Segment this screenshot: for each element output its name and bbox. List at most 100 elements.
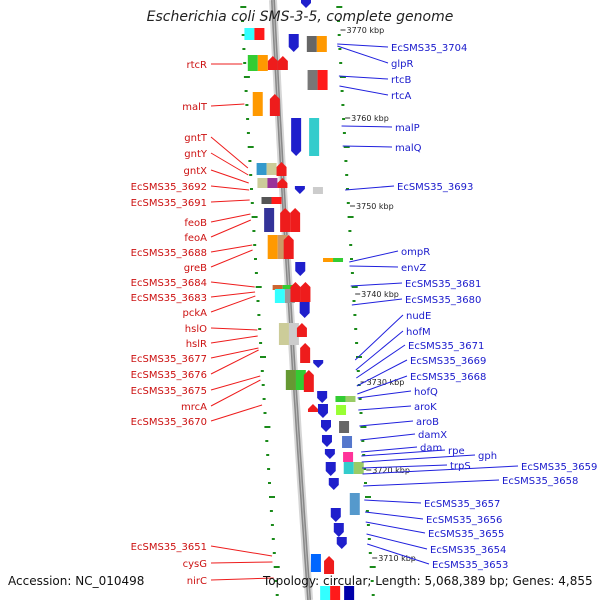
- connector-right: [349, 265, 399, 268]
- tick-mark-left: [259, 342, 263, 344]
- connector-right: [345, 185, 395, 191]
- tick-mark-right: [348, 230, 352, 232]
- scale-label: 3740 kbp: [361, 290, 399, 299]
- gene-label-right: EcSMS35_3653: [432, 560, 508, 571]
- gene-block: [343, 462, 354, 474]
- tick-mark-left: [261, 384, 265, 386]
- connector-right: [359, 420, 414, 427]
- tick-mark-left: [248, 160, 252, 162]
- tick-mark-left: [271, 538, 275, 540]
- gene-arrow-down: [333, 523, 344, 537]
- connector-right: [338, 75, 389, 80]
- gene-arrow-down: [328, 478, 339, 490]
- gene-label-right: EcSMS35_3681: [405, 279, 481, 290]
- gene-label-left: EcSMS35_3670: [131, 417, 207, 428]
- tick-mark-left: [241, 34, 245, 36]
- gene-arrow-down: [299, 302, 310, 318]
- gene-arrow-down: [317, 404, 328, 418]
- gene-block: [320, 586, 331, 600]
- gene-block: [244, 28, 255, 40]
- tick-mark-left: [246, 132, 250, 134]
- tick-mark-right: [364, 482, 367, 484]
- tick-mark-left: [247, 146, 254, 148]
- gene-block: [342, 436, 353, 448]
- connector-right: [361, 446, 418, 453]
- gene-block: [252, 92, 263, 116]
- tick-mark-right: [363, 468, 367, 470]
- connector-left: [210, 213, 251, 223]
- tick-mark-right: [341, 104, 345, 106]
- connector-left: [210, 103, 245, 107]
- tick-mark-right: [365, 510, 369, 512]
- tick-mark-right: [340, 90, 344, 92]
- scale-label: 3770 kbp: [347, 26, 385, 35]
- connector-left: [210, 219, 252, 238]
- connector-right: [366, 533, 428, 550]
- connector-right: [362, 465, 519, 475]
- gene-block: [349, 493, 360, 515]
- gene-label-right: ompR: [401, 247, 430, 258]
- connector-right: [350, 282, 403, 287]
- tick-mark-left: [246, 118, 250, 120]
- gene-block: [254, 28, 265, 40]
- gene-label-right: glpR: [391, 59, 413, 70]
- tick-mark-right: [346, 188, 349, 190]
- tick-mark-left: [242, 48, 246, 50]
- gene-label-left: mrcA: [181, 402, 207, 413]
- gene-arrow-down: [295, 262, 306, 276]
- gene-label-left: nirC: [187, 576, 207, 587]
- tick-mark-left: [272, 552, 276, 554]
- gene-arrow-up: [290, 282, 301, 302]
- gene-label-left: hslO: [185, 324, 207, 335]
- tick-mark-left: [263, 412, 267, 414]
- tick-mark-left: [254, 272, 258, 274]
- gene-arrow-up: [269, 94, 280, 116]
- tick-mark-left: [250, 188, 253, 190]
- tick-mark-left: [264, 426, 271, 428]
- gene-label-right: EcSMS35_3655: [428, 529, 504, 540]
- gene-label-left: greB: [184, 263, 207, 274]
- tick-mark-left: [243, 62, 247, 64]
- gene-label-left: EcSMS35_3691: [131, 198, 207, 209]
- tick-mark-right: [356, 370, 360, 372]
- connector-left: [210, 561, 273, 564]
- gene-arrow-down: [317, 391, 328, 403]
- gene-block: [261, 197, 272, 204]
- tick-mark-left: [269, 496, 275, 498]
- connector-left: [210, 136, 249, 169]
- tick-mark-right: [367, 538, 371, 540]
- gene-block: [247, 55, 258, 71]
- tick-mark-left: [273, 566, 280, 568]
- gene-label-left: gntT: [184, 133, 208, 144]
- tick-mark-right: [358, 398, 362, 400]
- gene-block: [284, 289, 295, 303]
- gene-label-left: EcSMS35_3688: [131, 248, 207, 259]
- gene-block: [344, 586, 355, 600]
- tick-mark-left: [243, 76, 250, 78]
- gene-label-right: EcSMS35_3693: [397, 182, 473, 193]
- gene-block: [323, 258, 334, 262]
- tick-mark-right: [337, 34, 341, 36]
- gene-label-right: EcSMS35_3654: [430, 545, 506, 556]
- gene-label-right: EcSMS35_3659: [521, 462, 597, 473]
- gene-block: [277, 235, 288, 259]
- gene-arrow-down: [294, 186, 305, 194]
- gene-block: [274, 289, 285, 303]
- gene-block: [266, 163, 277, 175]
- tick-mark-left: [270, 524, 274, 526]
- map-title: Escherichia coli SMS-3-5, complete genom…: [146, 9, 454, 25]
- connector-left: [210, 545, 273, 557]
- tick-mark-left: [250, 202, 254, 204]
- gene-label-right: malQ: [395, 143, 422, 154]
- tick-mark-left: [258, 328, 262, 330]
- connector-left: [210, 152, 249, 176]
- tick-mark-left: [245, 104, 249, 106]
- connector-right: [360, 433, 416, 441]
- tick-mark-right: [368, 552, 372, 554]
- connector-left: [210, 327, 258, 331]
- gene-block: [339, 421, 350, 433]
- gene-block: [317, 70, 328, 90]
- gene-arrow-down: [288, 34, 299, 52]
- tick-mark-left: [265, 440, 269, 442]
